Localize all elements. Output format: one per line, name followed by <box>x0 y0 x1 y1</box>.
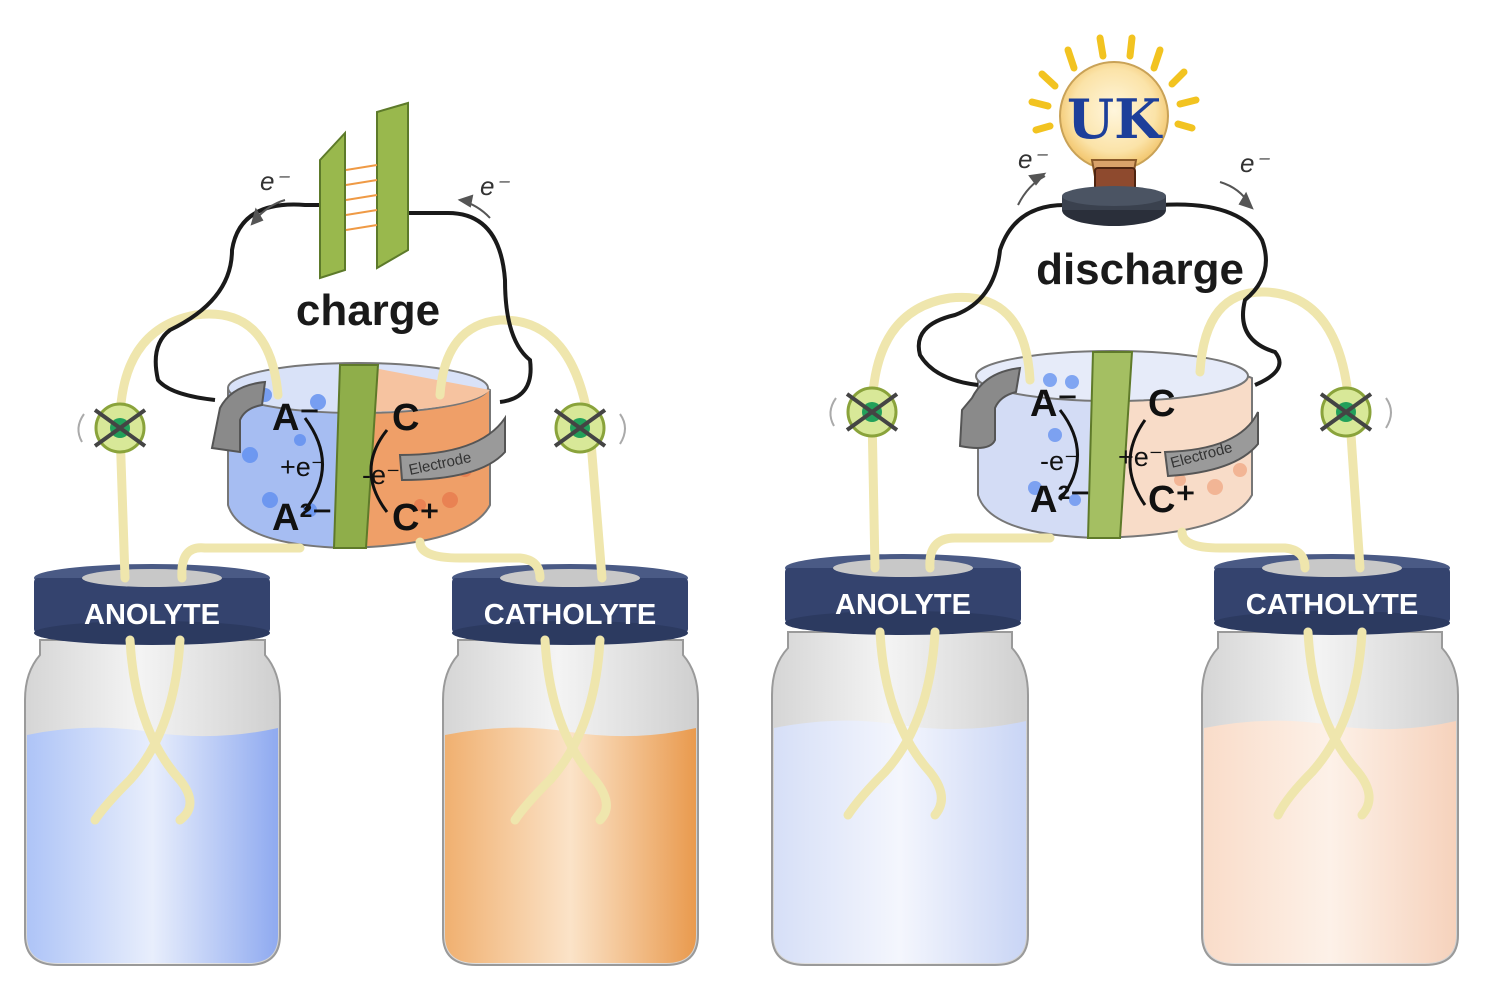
tubes-in-jars-left <box>90 635 611 825</box>
catholyte-label-left: CATHOLYTE <box>484 599 656 631</box>
electron-arrows-left <box>250 194 491 226</box>
catholyte-liquid <box>445 727 696 963</box>
wires-right <box>916 202 1282 387</box>
anode-top-right: A⁻ <box>1030 383 1078 425</box>
anode-bottom-left: A²⁻ <box>272 497 332 539</box>
charge-panel: ANOLYTE CATHOLYTE <box>24 101 699 966</box>
anolyte-lid-left <box>34 564 270 645</box>
anolyte-label-right: ANOLYTE <box>835 589 971 621</box>
catholyte-jar-right <box>1201 631 1459 966</box>
pump-valve-right-b <box>1319 386 1392 438</box>
catholyte-liquid <box>1204 720 1456 963</box>
cathode-top-right: C <box>1148 383 1175 425</box>
catholyte-lid-right <box>1214 554 1450 635</box>
anolyte-lid-right <box>785 554 1021 635</box>
electron-arrows-right <box>1017 172 1254 210</box>
flow-cell-right <box>958 350 1259 540</box>
cathode-reaction-left: -e⁻ <box>362 460 400 490</box>
pump-valve-right-a <box>829 386 899 438</box>
pump-valve-left-a <box>77 402 147 454</box>
discharge-panel: ANOLYTE CATHOLYTE <box>771 34 1459 966</box>
wires-left <box>153 202 533 404</box>
light-bulb-icon <box>1028 34 1200 226</box>
anode-top-left: A⁻ <box>272 397 320 439</box>
catholyte-label-right: CATHOLYTE <box>1246 589 1418 621</box>
anode-bottom-right: A²⁻ <box>1030 479 1090 521</box>
bulb-logo: UK <box>1067 87 1163 151</box>
tubes-outside-right <box>867 287 1365 573</box>
flow-cell-left <box>210 362 506 550</box>
cathode-reaction-right: +e⁻ <box>1118 442 1163 472</box>
pump-valve-left-b <box>553 402 626 454</box>
tubes-in-jars-right <box>843 627 1374 820</box>
anode-reaction-right: -e⁻ <box>1040 446 1078 476</box>
cathode-top-left: C <box>392 397 419 439</box>
anolyte-liquid <box>774 720 1026 963</box>
electron-label-left-a: e⁻ <box>260 166 290 196</box>
charge-label: charge <box>296 286 440 335</box>
cathode-bottom-right: C⁺ <box>1148 479 1196 521</box>
discharge-label: discharge <box>1036 245 1244 294</box>
anolyte-label-left: ANOLYTE <box>84 599 220 631</box>
cathode-bottom-left: C⁺ <box>392 497 440 539</box>
catholyte-jar-left <box>442 639 699 966</box>
anolyte-jar-left <box>24 639 281 966</box>
anode-reaction-left: +e⁻ <box>280 452 325 482</box>
electron-label-right-a: e⁻ <box>1018 144 1048 174</box>
anolyte-jar-right <box>771 631 1029 966</box>
anolyte-liquid <box>27 727 278 963</box>
electron-label-right-b: e⁻ <box>1240 148 1270 178</box>
power-source-plates <box>319 101 409 280</box>
electron-label-left-b: e⁻ <box>480 171 510 201</box>
